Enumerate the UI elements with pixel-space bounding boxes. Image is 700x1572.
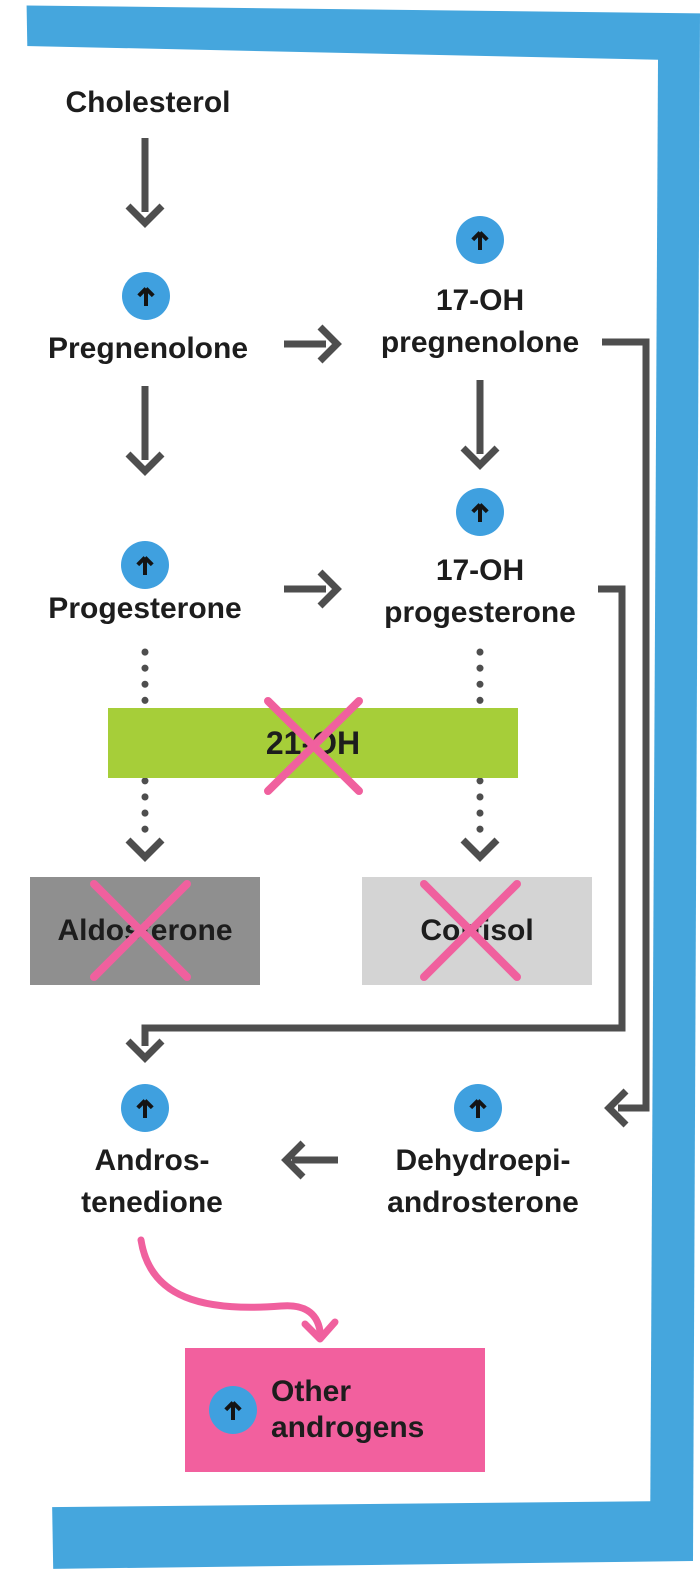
increase-icon-other-androgens (209, 1386, 257, 1434)
arrow-pregnenolone-to-progesterone (125, 386, 165, 476)
progesterone-label: Progesterone (48, 592, 242, 625)
17oh-pregnenolone-line1: 17-OH (435, 284, 525, 317)
node-17oh-progesterone: 17-OH progesterone (384, 550, 576, 634)
node-androstenedione: Andros- tenedione (81, 1140, 223, 1224)
node-progesterone: Progesterone (48, 588, 241, 630)
node-cholesterol: Cholesterol (65, 82, 230, 124)
up-arrow-icon (471, 231, 489, 250)
arrow-androstenedione-to-other-androgens (137, 1236, 339, 1343)
17oh-progesterone-line1: 17-OH (435, 554, 525, 587)
up-arrow-icon (469, 1099, 487, 1118)
blocked-x-icon-cortisol (420, 880, 521, 981)
increase-icon-pregnenolone (122, 272, 170, 320)
other-androgens-label: Other androgens (271, 1374, 424, 1446)
up-arrow-icon (471, 503, 489, 522)
other-androgens-line2: androgens (271, 1411, 425, 1444)
arrow-cholesterol-to-pregnenolone (125, 138, 165, 228)
increase-icon-17oh-pregnenolone (456, 216, 504, 264)
dhea-line2: androsterone (387, 1186, 579, 1219)
cholesterol-label: Cholesterol (65, 86, 231, 119)
node-dhea: Dehydroepi- androsterone (387, 1140, 579, 1224)
increase-icon-progesterone (121, 541, 169, 589)
androstenedione-line2: tenedione (81, 1186, 223, 1219)
arrow-progesterone-to-17oh-progesterone (284, 569, 342, 609)
blocked-x-icon-aldosterone (90, 880, 191, 981)
arrow-17oh-pregnenolone-to-dhea (602, 338, 650, 1128)
androstenedione-line1: Andros- (94, 1144, 210, 1177)
arrow-pregnenolone-to-17oh-pregnenolone (284, 324, 342, 364)
increase-icon-androstenedione (121, 1084, 169, 1132)
dotted-arrow-progesterone-to-aldosterone (125, 648, 165, 862)
dotted-arrow-17oh-progesterone-to-cortisol (460, 648, 500, 862)
up-arrow-icon (136, 556, 154, 575)
arrow-17oh-progesterone-to-androstenedione (125, 585, 626, 1063)
arrow-dhea-to-androstenedione (281, 1140, 338, 1180)
other-androgens-box: Other androgens (185, 1348, 485, 1472)
other-androgens-line1: Other (271, 1375, 352, 1408)
dhea-line1: Dehydroepi- (395, 1144, 571, 1177)
17oh-progesterone-line2: progesterone (384, 596, 576, 629)
node-pregnenolone: Pregnenolone (48, 328, 248, 370)
increase-icon-17oh-progesterone (456, 488, 504, 536)
17oh-pregnenolone-line2: pregnenolone (380, 326, 580, 359)
up-arrow-icon (136, 1099, 154, 1118)
blocked-x-icon-21oh (264, 697, 363, 795)
arrow-17oh-pregnenolone-to-17oh-progesterone (460, 380, 500, 470)
pregnenolone-label: Pregnenolone (47, 332, 249, 365)
up-arrow-icon (224, 1401, 242, 1420)
other-androgens-content: Other androgens (185, 1374, 424, 1446)
up-arrow-icon (137, 287, 155, 306)
node-17oh-pregnenolone: 17-OH pregnenolone (381, 280, 579, 364)
increase-icon-dhea (454, 1084, 502, 1132)
